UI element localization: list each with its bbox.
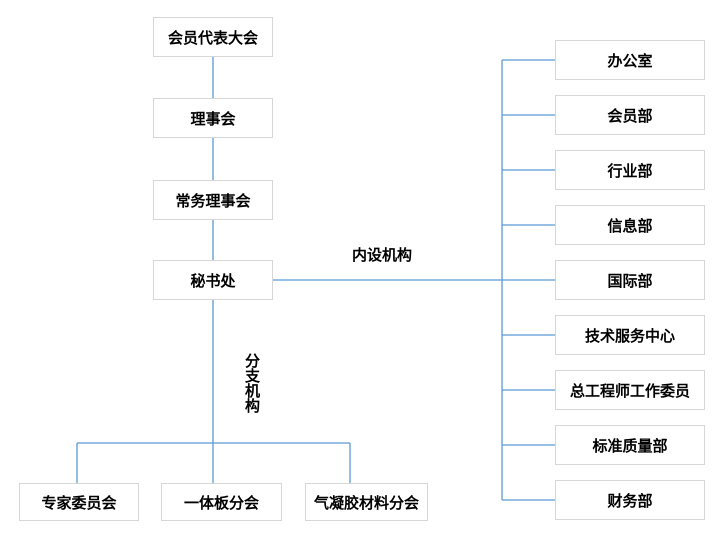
node-council: 理事会 — [153, 98, 273, 138]
internal-orgs-label: 内设机构 — [352, 247, 413, 264]
node-standards-quality-dept: 标准质量部 — [555, 425, 705, 465]
node-office: 办公室 — [555, 40, 705, 80]
node-finance-dept: 财务部 — [555, 480, 705, 520]
node-integrated-panel-branch: 一体板分会 — [161, 483, 282, 521]
node-expert-committee: 专家委员会 — [19, 483, 139, 521]
node-tech-service-center: 技术服务中心 — [555, 315, 705, 355]
branch-orgs-label: 分支机构 — [243, 353, 260, 413]
node-information-dept: 信息部 — [555, 205, 705, 245]
node-aerogel-branch: 气凝胶材料分会 — [305, 483, 428, 521]
node-international-dept: 国际部 — [555, 260, 705, 300]
node-standing-council: 常务理事会 — [153, 180, 273, 220]
node-secretariat: 秘书处 — [153, 260, 273, 300]
node-member-congress: 会员代表大会 — [153, 17, 273, 57]
node-membership-dept: 会员部 — [555, 95, 705, 135]
node-chief-engineer-committee: 总工程师工作委员 — [555, 370, 705, 410]
node-industry-dept: 行业部 — [555, 150, 705, 190]
